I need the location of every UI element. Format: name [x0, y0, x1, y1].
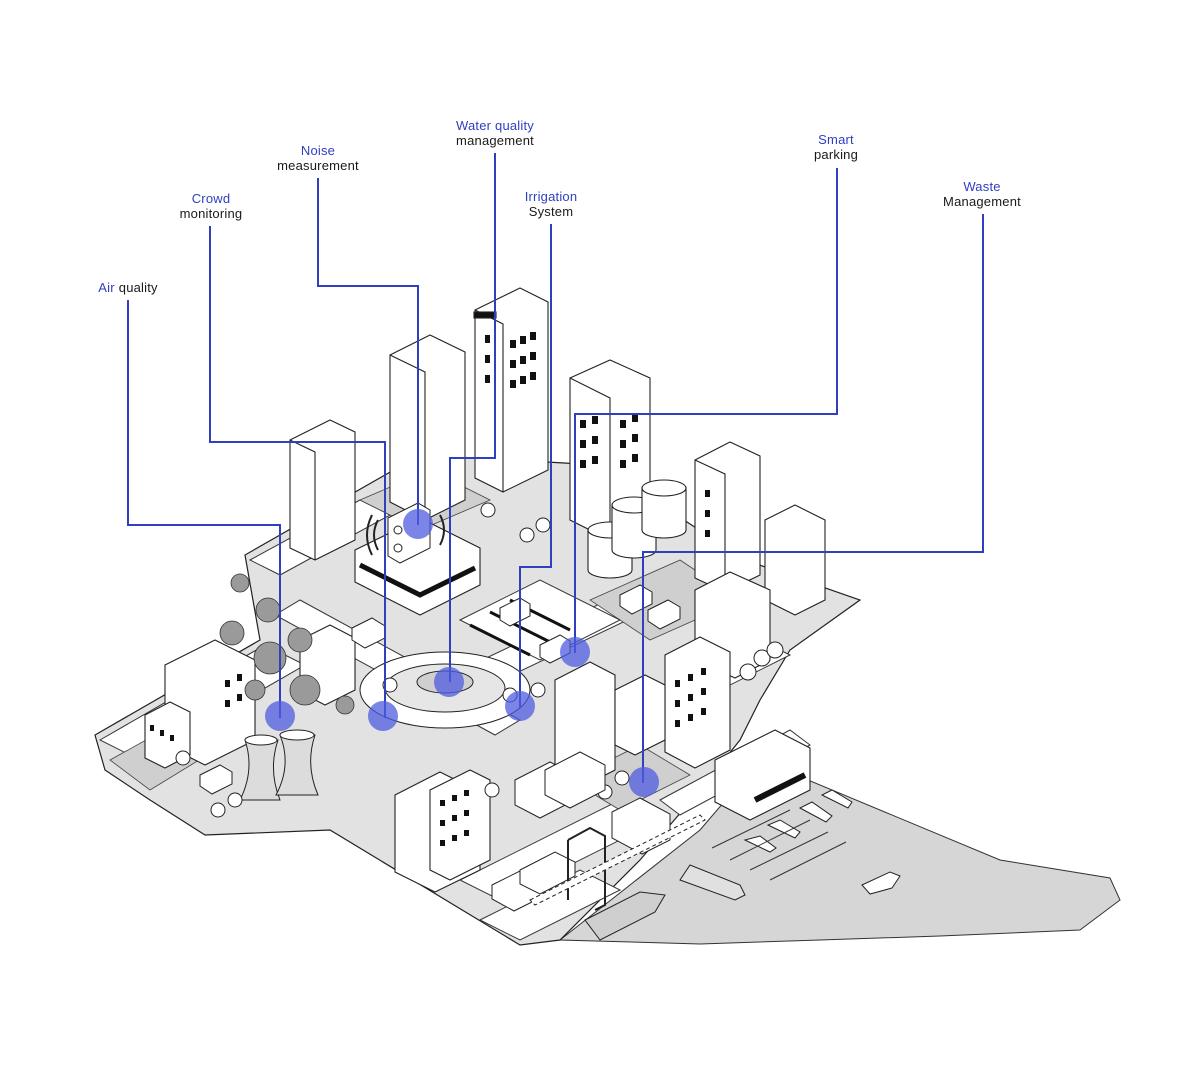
label-smart-parking: Smart parking	[814, 132, 858, 162]
label-water-quality-text: management	[456, 133, 534, 148]
noise-measurement-marker	[403, 509, 433, 539]
crowd-monitoring-line	[209, 226, 386, 718]
label-noise-measurement-highlight: Noise	[300, 143, 336, 158]
noise-measurement-line	[317, 178, 419, 525]
buildings	[144, 287, 826, 893]
label-waste-text: Management	[943, 194, 1021, 209]
label-air-quality-highlight: Air	[98, 280, 115, 295]
label-smart-parking-text: parking	[813, 147, 859, 162]
crowd-monitoring-marker	[368, 701, 398, 731]
label-crowd-monitoring-text: monitoring	[179, 206, 243, 221]
smart-parking-marker	[560, 637, 590, 667]
irrigation-line	[519, 224, 552, 708]
label-smart-parking-highlight: Smart	[818, 132, 854, 147]
label-irrigation-text: System	[528, 204, 574, 219]
waste-management-marker	[629, 767, 659, 797]
water-tanks	[587, 479, 687, 579]
label-noise-measurement: Noise measurement	[277, 143, 359, 173]
label-irrigation-highlight: Irrigation	[524, 189, 578, 204]
label-waste-highlight: Waste	[963, 179, 1001, 194]
label-waste-management: Waste Management	[943, 179, 1021, 209]
air-quality-marker	[265, 701, 295, 731]
water-quality-line	[449, 153, 496, 682]
label-irrigation-system: Irrigation System	[525, 189, 578, 219]
power-plant	[219, 573, 355, 801]
waste-management-line	[642, 214, 984, 783]
irrigation-marker	[505, 691, 535, 721]
label-air-quality-text: quality	[118, 280, 158, 295]
smart-parking-line	[574, 168, 838, 653]
label-noise-measurement-text: measurement	[277, 158, 359, 173]
label-water-quality-highlight: Water quality	[456, 118, 534, 133]
connector-lines	[127, 153, 984, 783]
port	[491, 797, 706, 912]
water-quality-marker	[434, 667, 464, 697]
docks	[711, 809, 847, 881]
air-quality-line	[127, 300, 281, 718]
windows	[150, 332, 710, 846]
boats	[584, 789, 901, 941]
trucks	[514, 751, 606, 819]
label-water-quality-management: Water quality management	[456, 118, 534, 148]
sensor-markers	[265, 509, 659, 797]
label-crowd-monitoring: Crowd monitoring	[180, 191, 243, 221]
trees	[175, 502, 784, 818]
label-crowd-monitoring-highlight: Crowd	[191, 191, 231, 206]
